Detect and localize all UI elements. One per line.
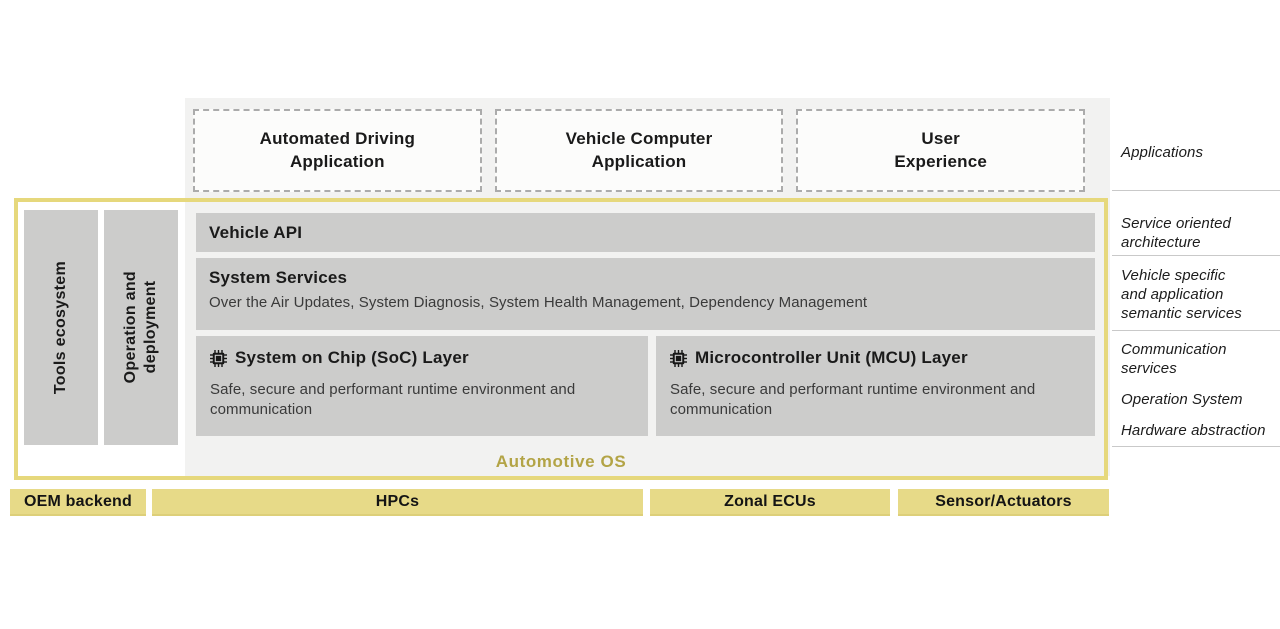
automated-driving-application-box: Automated Driving Application bbox=[193, 109, 482, 192]
system-services-bar: System Services Over the Air Updates, Sy… bbox=[196, 258, 1095, 330]
rail-label-hardware-abstraction: Hardware abstraction bbox=[1121, 422, 1266, 439]
operation-deployment-label: Operation and deployment bbox=[122, 271, 159, 384]
system-services-subtitle: Over the Air Updates, System Diagnosis, … bbox=[209, 294, 868, 311]
rail-separator bbox=[1112, 446, 1280, 447]
oem-backend-label: OEM backend bbox=[23, 492, 132, 510]
zonal-ecus-box: Zonal ECUs bbox=[650, 489, 890, 516]
chip-icon bbox=[210, 349, 227, 367]
vehicle-computer-application-box: Vehicle Computer Application bbox=[494, 109, 784, 192]
chip-icon bbox=[670, 349, 687, 367]
rail-separator bbox=[1112, 190, 1280, 191]
mcu-layer-description: Safe, secure and performant runtime envi… bbox=[670, 381, 1036, 418]
rail-label-vehicle-specific-services: Vehicle specific and application semanti… bbox=[1121, 267, 1242, 323]
rail-label-applications: Applications bbox=[1121, 144, 1204, 161]
vehicle-api-title: Vehicle API bbox=[209, 222, 303, 242]
hpcs-label: HPCs bbox=[375, 492, 420, 510]
sensor-actuators-label: Sensor/Actuators bbox=[935, 492, 1072, 510]
automated-driving-application-label: Automated Driving Application bbox=[259, 128, 416, 171]
soc-layer-title: System on Chip (SoC) Layer bbox=[235, 348, 469, 367]
system-services-title: System Services bbox=[209, 268, 348, 287]
tools-ecosystem-label: Tools ecosystem bbox=[52, 260, 69, 395]
zonal-ecus-label: Zonal ECUs bbox=[724, 492, 816, 510]
mcu-layer-box: Microcontroller Unit (MCU) Layer Safe, s… bbox=[656, 336, 1095, 436]
soc-layer-description: Safe, secure and performant runtime envi… bbox=[210, 381, 576, 418]
soc-layer-title-row: System on Chip (SoC) Layer bbox=[210, 348, 634, 368]
automotive-os-caption: Automotive OS bbox=[495, 452, 627, 471]
operation-deployment-column: Operation and deployment bbox=[104, 210, 178, 445]
tools-ecosystem-column: Tools ecosystem bbox=[24, 210, 98, 445]
applications-row: Automated Driving Application Vehicle Co… bbox=[193, 109, 1086, 192]
sensor-actuators-box: Sensor/Actuators bbox=[898, 489, 1109, 516]
rail-separator bbox=[1112, 330, 1280, 331]
mcu-layer-title: Microcontroller Unit (MCU) Layer bbox=[695, 348, 968, 367]
rail-label-communication-services: Communication services bbox=[1121, 341, 1227, 378]
user-experience-label: User Experience bbox=[894, 128, 988, 171]
automotive-os-container bbox=[14, 198, 1108, 480]
rail-separator bbox=[1112, 255, 1280, 256]
mcu-layer-title-row: Microcontroller Unit (MCU) Layer bbox=[670, 348, 1081, 368]
rail-label-service-oriented-architecture: Service oriented architecture bbox=[1121, 215, 1231, 252]
rail-label-operation-system: Operation System bbox=[1121, 391, 1243, 408]
vehicle-api-bar: Vehicle API bbox=[196, 213, 1095, 252]
oem-backend-box: OEM backend bbox=[10, 489, 146, 516]
vehicle-computer-application-label: Vehicle Computer Application bbox=[565, 128, 713, 171]
user-experience-box: User Experience bbox=[796, 109, 1086, 192]
soc-layer-box: System on Chip (SoC) Layer Safe, secure … bbox=[196, 336, 648, 436]
hpcs-box: HPCs bbox=[152, 489, 643, 516]
